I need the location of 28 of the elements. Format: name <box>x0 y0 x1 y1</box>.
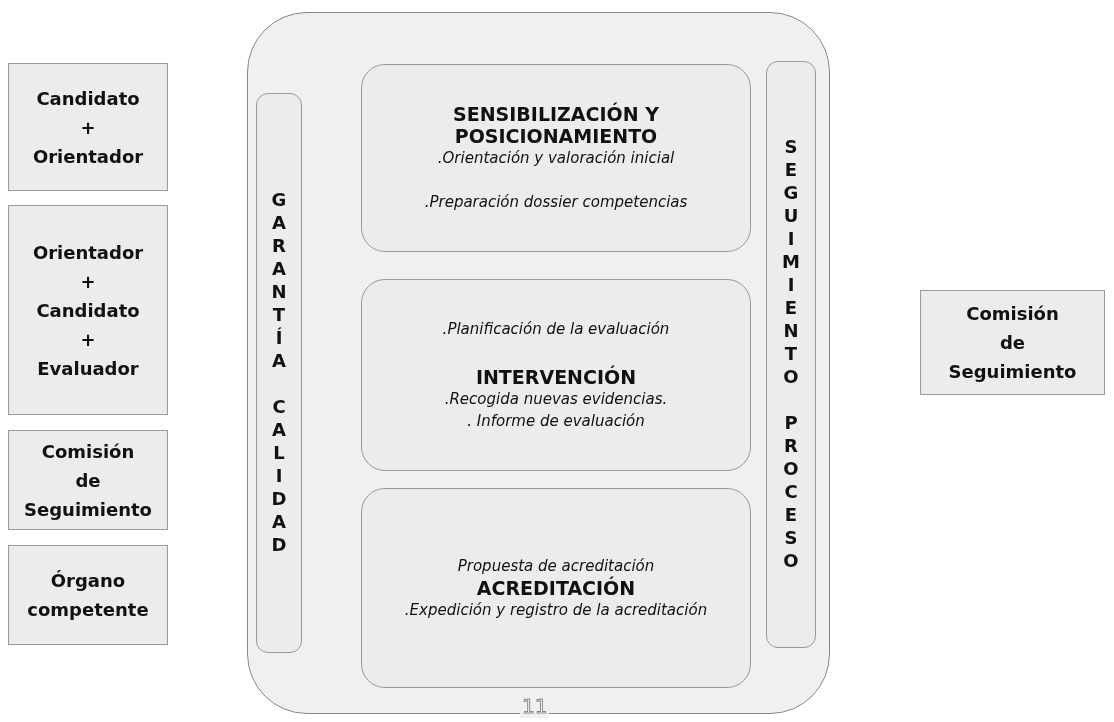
task-text: .Preparación dossier competencias <box>423 192 689 213</box>
vertical-band <box>766 61 816 648</box>
phase-title: ACREDITACIÓN <box>475 577 637 599</box>
role-label: Orientador + Candidato + Evaluador <box>31 240 145 381</box>
role-box <box>8 205 168 415</box>
task-text: .Orientación y valoración inicial <box>436 148 676 169</box>
vertical-band <box>256 93 302 653</box>
phase-title: INTERVENCIÓN <box>474 366 638 388</box>
role-label: Órgano competente <box>26 569 150 622</box>
phase-box <box>361 279 751 471</box>
phase-box <box>361 64 751 252</box>
role-box <box>8 430 168 530</box>
role-label: Comisión de Seguimiento <box>23 439 153 522</box>
task-text: .Expedición y registro de la acreditación <box>403 600 709 621</box>
band-label: GARANTÍA CALIDAD <box>268 189 290 557</box>
phase-box <box>361 488 751 688</box>
role-label: Candidato + Orientador <box>31 86 145 169</box>
role-box <box>8 63 168 191</box>
task-text: . Informe de evaluación <box>466 411 646 432</box>
role-box <box>920 290 1105 395</box>
task-text: .Planificación de la evaluación <box>441 319 671 340</box>
role-box <box>8 545 168 645</box>
role-label: Comisión de Seguimiento <box>947 302 1078 384</box>
process-frame <box>247 12 830 714</box>
task-text: Propuesta de acreditación <box>456 556 656 576</box>
task-text: .Recogida nuevas evidencias. <box>443 389 669 410</box>
band-label: SEGUIMIENTO PROCESO <box>780 136 802 573</box>
phase-title: SENSIBILIZACIÓN Y POSICIONAMIENTO <box>452 103 660 147</box>
